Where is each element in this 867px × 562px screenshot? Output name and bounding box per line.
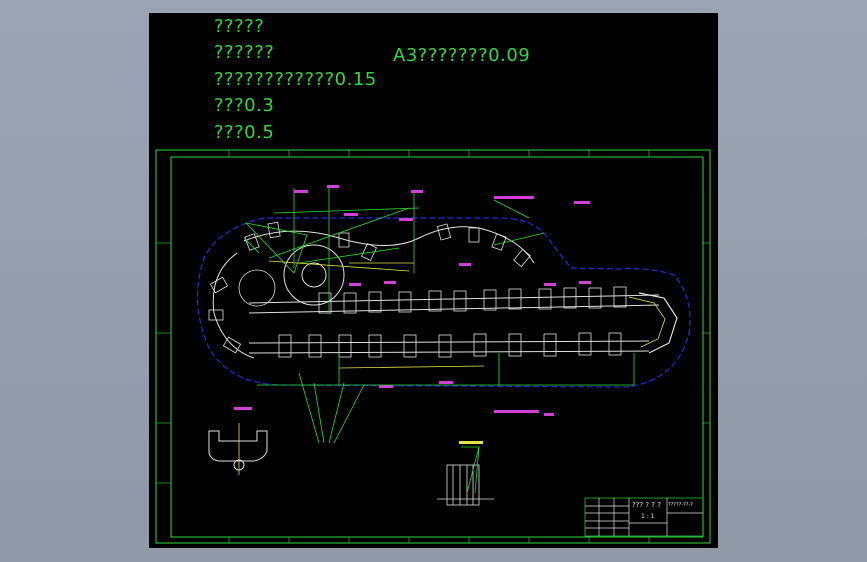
drive-sprocket-hub <box>301 262 327 288</box>
note-line-5: ???0.5 <box>214 122 275 143</box>
arc-chain-links <box>208 221 531 354</box>
detail-label <box>459 441 483 444</box>
idler-wheel <box>238 269 276 307</box>
upper-chain-links <box>318 286 627 314</box>
drawing-sheet <box>155 149 711 544</box>
title-block-drawing-title: ??? ? ? ? <box>632 501 661 509</box>
note-line-2: ?????? <box>214 42 275 63</box>
drive-sprocket <box>283 244 345 306</box>
upper-chain-track <box>243 226 535 264</box>
chain-envelope-outline <box>197 217 691 388</box>
zone-ticks <box>156 150 710 543</box>
detail-view <box>437 464 494 506</box>
detail-leaders <box>461 446 480 494</box>
title-block[interactable] <box>584 497 704 537</box>
sheet-inner-border <box>170 156 704 538</box>
note-line-1: ????? <box>214 16 265 37</box>
right-turnaround-inner <box>628 296 666 348</box>
lower-rail-inner <box>248 350 650 354</box>
cad-drawing-canvas[interactable]: ????? ?????? ????????????0.15 ???0.3 ???… <box>149 13 718 548</box>
lower-rail <box>248 340 650 344</box>
note-line-3: ????????????0.15 <box>214 69 377 90</box>
left-return-chain <box>212 252 255 359</box>
lower-chain-links <box>278 332 622 358</box>
sheet-outer-border <box>155 149 711 544</box>
note-line-4: ???0.3 <box>214 95 275 116</box>
leader-lines <box>243 188 545 444</box>
scale-note: A3???????0.09 <box>393 45 531 66</box>
highlight-lines <box>268 260 485 369</box>
right-turnaround <box>638 292 678 354</box>
cross-section-view <box>208 430 268 462</box>
bottom-dimension <box>257 353 635 386</box>
dimension-labels <box>234 185 591 416</box>
title-block-drawing-code: ?????-??-? <box>668 502 693 508</box>
title-block-scale: 1 : 1 <box>641 513 655 520</box>
